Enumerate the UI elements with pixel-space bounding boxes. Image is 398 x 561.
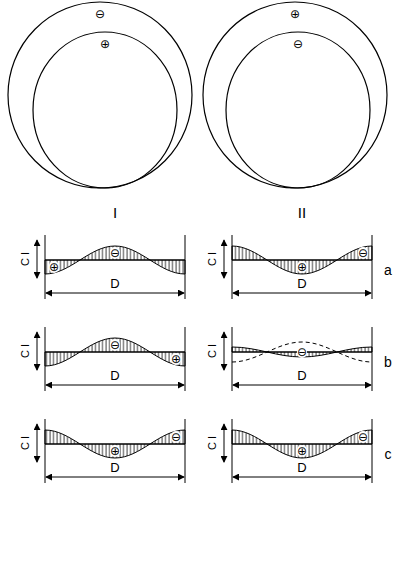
dimension-label: D <box>295 461 308 474</box>
stress-sign: ⊕ <box>110 445 120 457</box>
row-label: a <box>384 263 392 277</box>
column-label: II <box>298 205 306 220</box>
stress-sign: ⊕ <box>49 261 59 273</box>
stress-sign: ⊕ <box>297 261 307 273</box>
dimension-label: D <box>108 461 121 474</box>
axis-label: C I <box>207 436 218 450</box>
axis-label: C I <box>20 252 31 266</box>
axis-label: C I <box>207 252 218 266</box>
dimension-label: D <box>295 277 308 290</box>
stress-sign: ⊖ <box>358 431 368 443</box>
dimension-label: D <box>108 369 121 382</box>
stress-curves <box>45 246 372 458</box>
stress-sign: ⊕ <box>100 38 110 50</box>
dimension-label: D <box>295 369 308 382</box>
plot-frames <box>45 235 372 483</box>
rings <box>8 2 387 188</box>
stress-sign: ⊖ <box>95 8 105 20</box>
stress-sign: ⊕ <box>297 445 307 457</box>
row-label: b <box>384 355 392 369</box>
stress-sign: ⊕ <box>290 8 300 20</box>
dashed-curve <box>232 342 372 362</box>
stress-sign: ⊖ <box>293 38 303 50</box>
axis-label: C I <box>20 436 31 450</box>
stress-sign: ⊖ <box>297 346 307 358</box>
dimension-label: D <box>108 277 121 290</box>
stress-sign: ⊕ <box>171 353 181 365</box>
axis-label: C I <box>207 344 218 358</box>
stress-sign: ⊖ <box>110 247 120 259</box>
dimension-arrows <box>37 240 371 477</box>
axis-label: C I <box>20 344 31 358</box>
stress-sign: ⊖ <box>171 431 181 443</box>
stress-sign: ⊖ <box>110 339 120 351</box>
stress-sign: ⊖ <box>358 247 368 259</box>
column-label: I <box>113 205 117 220</box>
row-label: c <box>385 447 392 461</box>
